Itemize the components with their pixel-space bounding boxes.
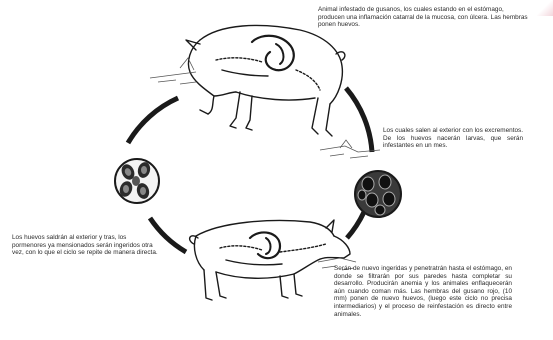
egg-cluster-left	[115, 159, 159, 203]
pig-top	[186, 25, 345, 136]
caption-excretion: Los cuales salen al exterior con los exc…	[383, 127, 523, 150]
caption-reinfestation: Serán de nuevo ingeridas y penetratrán h…	[334, 265, 512, 318]
egg-cluster-right	[355, 171, 401, 217]
caption-eggs-cycle: Los huevos saldrán al exterior y tras, l…	[12, 234, 162, 257]
arc-bottom-right	[347, 212, 364, 238]
pig-bottom	[190, 220, 350, 300]
ground-top	[150, 58, 380, 158]
arc-top-right	[346, 88, 372, 152]
arc-top-left	[128, 98, 178, 143]
caption-infested-animal: Animal infestado de gusanos, los cuales …	[318, 6, 532, 29]
